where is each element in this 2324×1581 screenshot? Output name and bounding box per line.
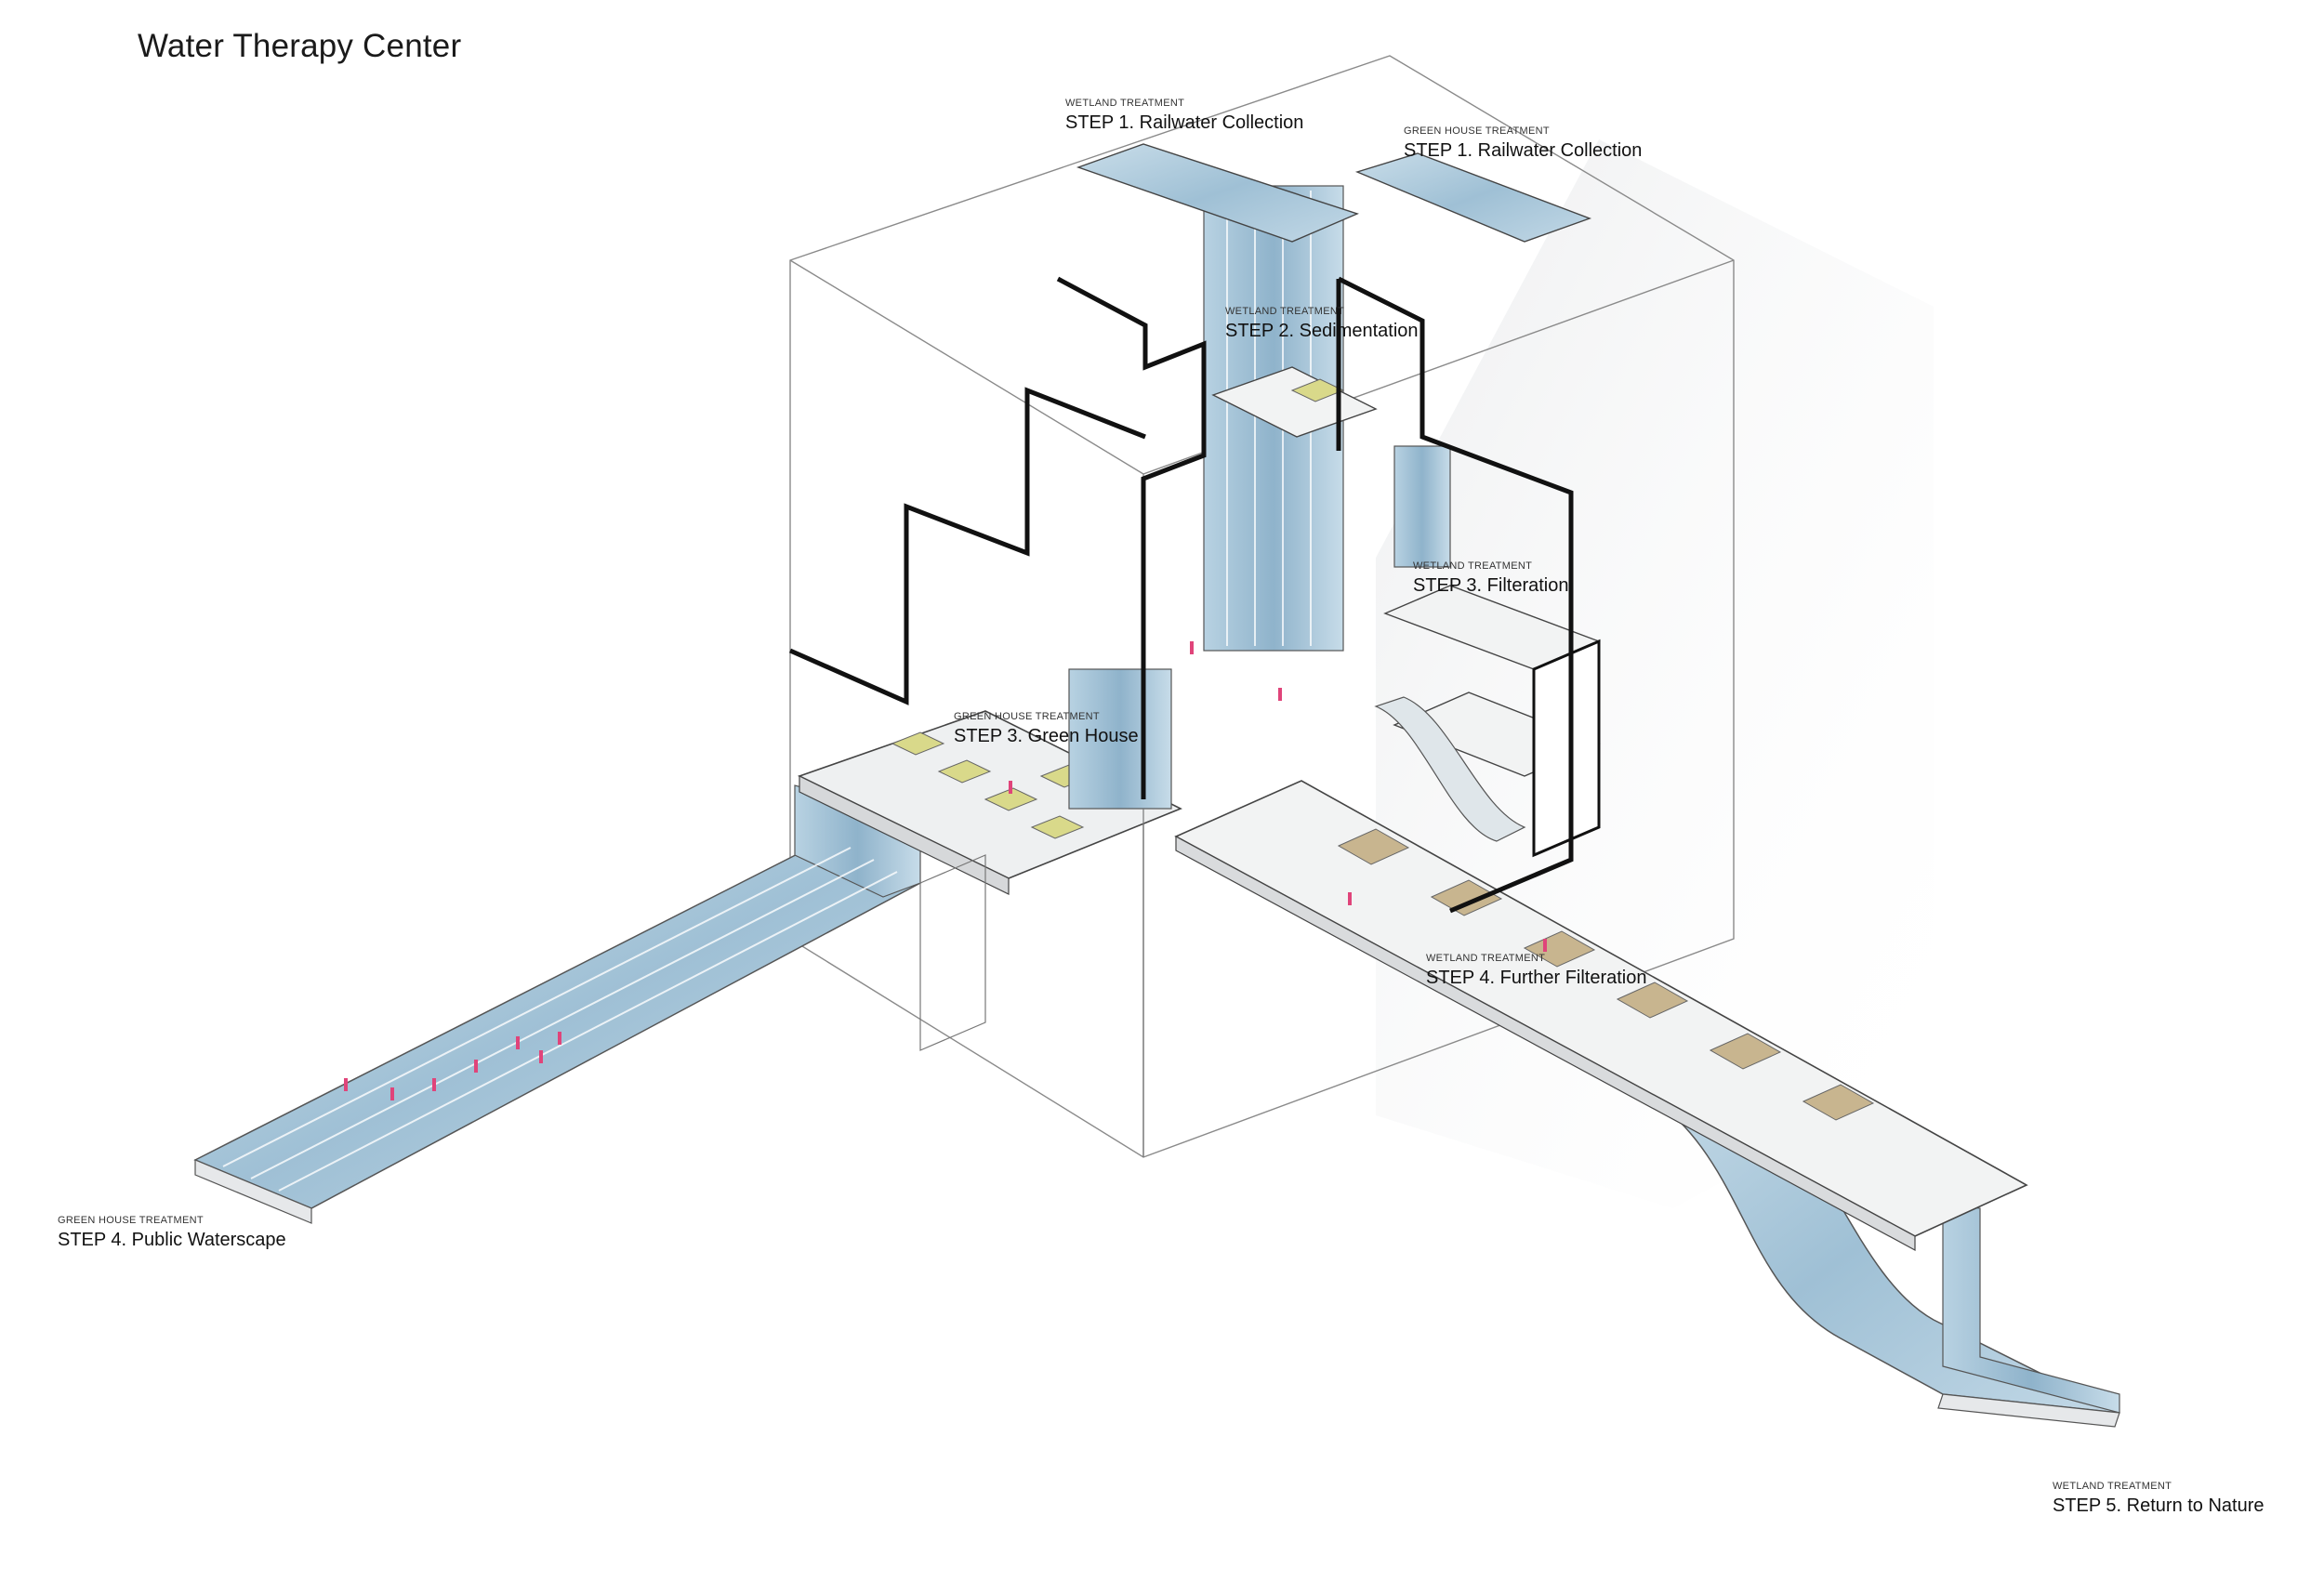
wetland-filtration-bridge — [1174, 780, 2028, 1252]
label-category: WETLAND TREATMENT — [1225, 306, 1345, 317]
label-step: STEP 1. Railwater Collection — [1404, 140, 1643, 161]
page-title: Water Therapy Center — [138, 28, 462, 64]
label-category: WETLAND TREATMENT — [2053, 1481, 2172, 1492]
label-wetland-step5: WETLAND TREATMENT STEP 5. Return to Natu… — [2053, 1481, 2265, 1516]
label-step: STEP 2. Sedimentation — [1225, 321, 1419, 341]
label-step: STEP 3. Filteration — [1413, 575, 1569, 596]
sedimentation-deck — [1211, 366, 1378, 438]
label-greenhouse-step3: GREEN HOUSE TREATMENT STEP 3. Green Hous… — [954, 711, 1139, 746]
label-step: STEP 3. Green House — [954, 726, 1139, 746]
public-waterscape-channel — [193, 784, 922, 1224]
people-figures — [344, 641, 1547, 1100]
label-wetland-step2: WETLAND TREATMENT STEP 2. Sedimentation — [1225, 306, 1419, 341]
label-category: WETLAND TREATMENT — [1413, 560, 1533, 572]
filtration-deck — [1374, 585, 1601, 858]
label-category: WETLAND TREATMENT — [1065, 98, 1185, 109]
label-step: STEP 1. Railwater Collection — [1065, 112, 1304, 133]
label-greenhouse-step1: GREEN HOUSE TREATMENT STEP 1. Railwater … — [1404, 125, 1643, 161]
label-category: GREEN HOUSE TREATMENT — [58, 1215, 204, 1226]
label-step: STEP 4. Further Filteration — [1426, 968, 1647, 988]
label-category: GREEN HOUSE TREATMENT — [954, 711, 1100, 722]
label-category: WETLAND TREATMENT — [1426, 953, 1546, 964]
label-greenhouse-step4: GREEN HOUSE TREATMENT STEP 4. Public Wat… — [58, 1215, 286, 1250]
section-cut-outline — [788, 276, 1574, 914]
base-volume — [919, 809, 1144, 1157]
label-category: GREEN HOUSE TREATMENT — [1404, 125, 1550, 137]
label-step: STEP 4. Public Waterscape — [58, 1230, 286, 1250]
greenhouse-platform — [797, 710, 1182, 895]
rainwater-collection-trays — [1076, 143, 1592, 243]
label-wetland-step1: WETLAND TREATMENT STEP 1. Railwater Coll… — [1065, 98, 1304, 133]
label-wetland-step3: WETLAND TREATMENT STEP 3. Filteration — [1413, 560, 1569, 596]
label-wetland-step4: WETLAND TREATMENT STEP 4. Further Filter… — [1426, 953, 1647, 988]
label-step: STEP 5. Return to Nature — [2053, 1495, 2265, 1516]
